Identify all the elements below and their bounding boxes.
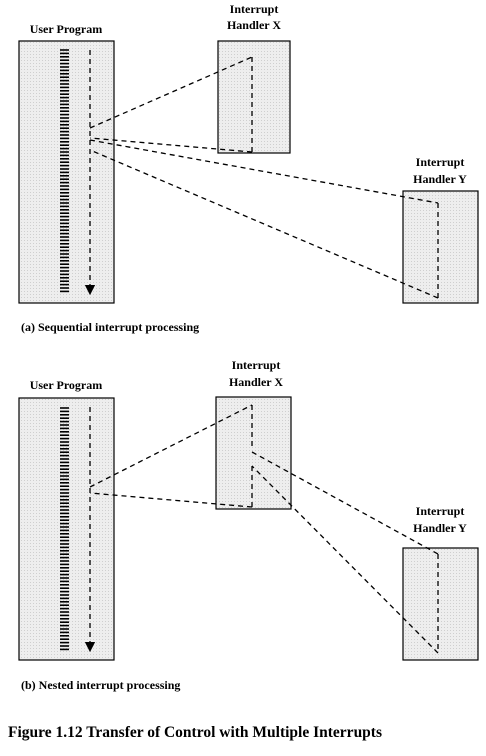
user-program-label-a: User Program [30,22,103,36]
jump-to-y-a [89,139,439,204]
handler-x-label-b-line2: Handler X [229,375,283,389]
instruction-ticks-b [60,407,69,651]
return-from-y-a [89,149,439,299]
return-from-y-b [251,465,439,654]
user-program-box-b [18,397,115,661]
handler-y-label-a-line1: Interrupt [416,155,465,169]
handler-y-label-a-line2: Handler Y [413,172,467,186]
handler-y-box-a [402,190,479,304]
return-from-x-b [89,492,253,508]
panel-a: User Program Interrupt Handler X Interru… [18,2,479,334]
jump-to-x-a [89,56,253,129]
caption-b: (b) Nested interrupt processing [21,678,180,692]
panel-b: User Program Interrupt Handler X Interru… [18,358,479,692]
instruction-ticks-a [60,49,69,293]
control-flow-a [84,50,439,299]
handler-x-box-a [217,40,291,154]
figure-caption: Figure 1.12 Transfer of Control with Mul… [8,724,382,741]
caption-a: (a) Sequential interrupt processing [21,320,199,334]
handler-y-label-b-line1: Interrupt [416,504,465,518]
control-flow-b [84,404,439,654]
user-program-label-b: User Program [30,378,103,392]
handler-y-box-b [402,547,479,661]
return-from-x-a [89,137,253,153]
jump-to-x-b [89,404,253,488]
handler-x-label-b-line1: Interrupt [232,358,281,372]
handler-x-label-a-line1: Interrupt [230,2,279,16]
handler-y-label-b-line2: Handler Y [413,521,467,535]
handler-x-label-a-line2: Handler X [227,18,281,32]
